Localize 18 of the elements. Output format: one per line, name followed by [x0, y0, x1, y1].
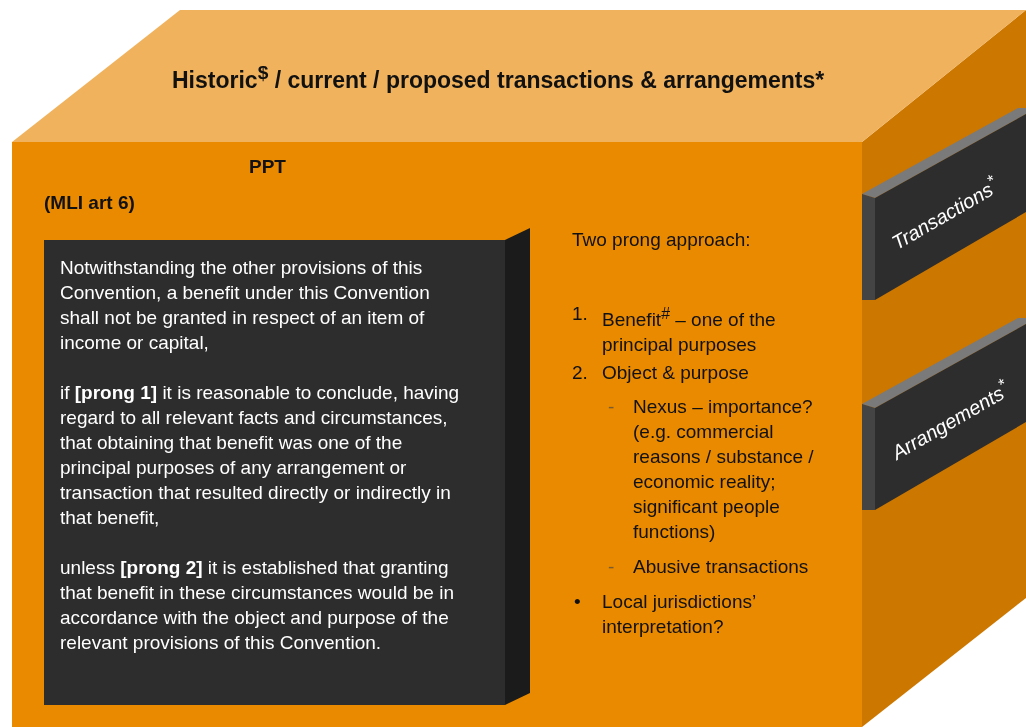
list-marker: • — [574, 590, 581, 614]
title: Historic$^{$}$ / current / proposed transactions & arrangements* — [172, 61, 825, 93]
paragraph: unless [prong 2] it is established that granting that benefit in these circumstances would be in accordance with the object and purpose of the relevant provisions of this Convention. — [60, 556, 455, 655]
list-text: Object & purpose — [602, 361, 749, 385]
paragraph: if [prong 1] it is reasonable to conclude, having regard to all relevant facts and circumstances, that obtaining that benefit was one of the principal purposes of any arrangement or transaction that resulted directly or indirectly in that benefit, — [60, 381, 461, 530]
list-marker: 2. — [572, 361, 588, 385]
list-heading: Two prong approach: — [572, 228, 751, 252]
list-text: Abusive transactions — [633, 555, 809, 579]
list-text: Benefit$^{#}$ – one of the principal purposes — [602, 304, 777, 358]
list-marker: - — [608, 555, 615, 579]
heading: PPT — [249, 155, 286, 179]
heading: (MLI art 6) — [44, 191, 136, 215]
list-text: Local jurisdictions’ interpretation? — [602, 590, 757, 639]
list-marker: 1. — [572, 302, 588, 326]
list-marker: - — [608, 395, 615, 419]
cube-front-face — [12, 142, 862, 727]
list-text: Nexus – importance? (e.g. commercial reasons / substance / economic reality; significant people functions) — [633, 395, 815, 544]
paragraph: Notwithstanding the other provisions of this Convention, a benefit under this Convention shall not be granted in respect of an item of income or capital, — [60, 256, 431, 355]
